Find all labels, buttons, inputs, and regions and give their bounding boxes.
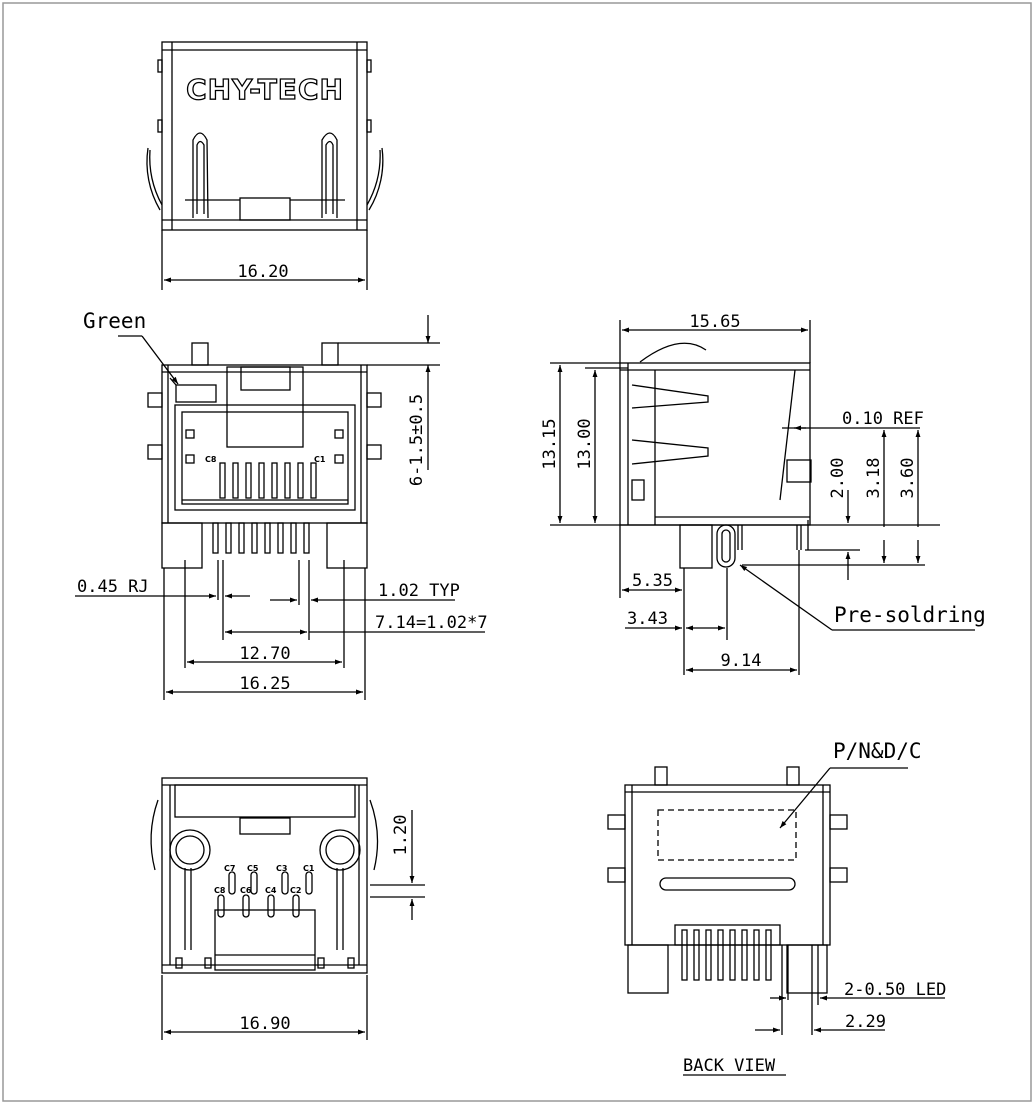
front-height-dim: 6-1.5±0.5 (407, 394, 427, 486)
pin-c7: C7 (224, 864, 235, 873)
rj-dim: 0.45 RJ (77, 577, 149, 597)
pin-c5: C5 (247, 864, 259, 873)
pin-c1: C1 (303, 864, 315, 873)
bottom-v-dim: 1.20 (391, 815, 411, 856)
side-v2-dim: 3.18 (864, 458, 884, 499)
pin-c4: C4 (265, 886, 277, 895)
back-dim: 2.29 (845, 1012, 886, 1032)
top-view: CHY-TECH (146, 41, 384, 290)
top-width-dim: 16.20 (237, 262, 288, 282)
pin-c8-label: C8 (205, 455, 217, 464)
side-view (550, 320, 975, 675)
span-dim: 12.70 (239, 644, 290, 664)
presoldering-note: Pre-soldring (834, 603, 986, 627)
pn-dc-marking: P/N&D/C (833, 739, 922, 763)
typ-dim: 1.02 TYP (378, 581, 460, 601)
front-view (75, 315, 485, 700)
pin-c3: C3 (276, 864, 287, 873)
bottom-width-dim: 16.90 (239, 1014, 290, 1034)
pitch-dim: 7.14=1.02*7 (375, 613, 488, 633)
pin-c1-label: C1 (314, 455, 326, 464)
side-d3-dim: 9.14 (721, 651, 762, 671)
led-dim: 2-0.50 LED (844, 980, 946, 1000)
ref-dim: 0.10 REF (842, 409, 924, 429)
side-d1-dim: 5.35 (632, 571, 673, 591)
back-view (607, 766, 945, 1076)
side-v1-dim: 2.00 (828, 458, 848, 499)
pin-c6: C6 (240, 886, 252, 895)
side-h1-dim: 13.15 (540, 418, 560, 469)
back-view-title: BACK VIEW (683, 1056, 776, 1076)
side-d2-dim: 3.43 (627, 609, 668, 629)
brand-logo: CHY-TECH (186, 73, 344, 106)
bottom-view (150, 777, 425, 1040)
side-v3-dim: 3.60 (898, 458, 918, 499)
green-led-label: Green (83, 309, 146, 333)
side-length-dim: 15.65 (689, 312, 740, 332)
pin-c2: C2 (290, 886, 301, 895)
side-h2-dim: 13.00 (575, 418, 595, 469)
pin-c8: C8 (214, 886, 226, 895)
front-total-dim: 16.25 (239, 674, 290, 694)
